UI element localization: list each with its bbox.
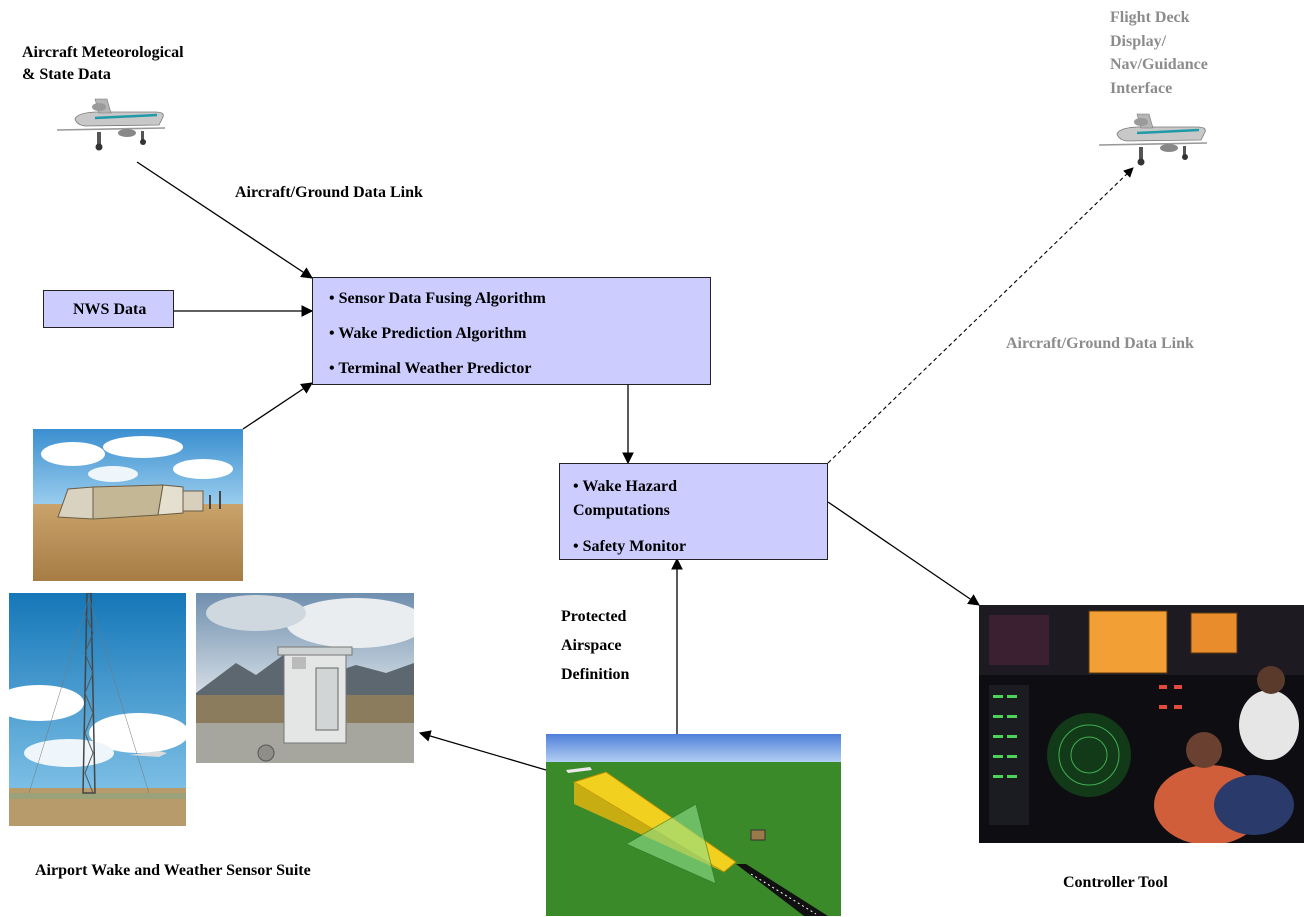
arrow-hazard-to-controller xyxy=(827,501,980,606)
tower-sensor-photo xyxy=(9,593,186,826)
algorithm-item: • Sensor Data Fusing Algorithm xyxy=(329,290,546,307)
algorithm-item: • Wake Prediction Algorithm xyxy=(329,325,527,342)
controller-tool-label: Controller Tool xyxy=(1063,874,1168,891)
protected-airspace-label: Protected Airspace Definition xyxy=(561,608,630,683)
flight-deck-label: Flight Deck Display/ Nav/Guidance Interf… xyxy=(1110,9,1208,97)
arrow-lidar-to-algorithm xyxy=(242,382,313,430)
datalink-right-label: Aircraft/Ground Data Link xyxy=(1006,335,1194,352)
aircraft-icon xyxy=(1098,113,1208,166)
protected-airspace-render xyxy=(546,734,841,916)
algorithm-box: • Sensor Data Fusing Algorithm • Wake Pr… xyxy=(312,277,711,385)
hazard-item: • Wake Hazard xyxy=(573,478,677,495)
hazard-item: Computations xyxy=(573,502,670,519)
controller-tool-photo xyxy=(979,605,1304,843)
arrow-aircraft-to-algorithm xyxy=(136,161,313,279)
hazard-box: • Wake Hazard Computations • Safety Moni… xyxy=(559,463,828,560)
shelter-sensor-photo xyxy=(196,593,414,763)
lidar-sensor-photo xyxy=(33,429,243,581)
arrow-hazard-to-flightdeck xyxy=(827,167,1134,464)
algorithm-item: • Terminal Weather Predictor xyxy=(329,360,532,377)
hazard-item: • Safety Monitor xyxy=(573,538,687,555)
sensor-suite-label: Airport Wake and Weather Sensor Suite xyxy=(35,862,311,879)
aircraft-met-label: Aircraft Meteorological & State Data xyxy=(22,44,184,83)
datalink-left-label: Aircraft/Ground Data Link xyxy=(235,184,423,201)
nws-data-box: NWS Data xyxy=(43,290,174,328)
arrow-protected-to-sensors xyxy=(418,730,547,771)
nws-data-label: NWS Data xyxy=(73,301,147,318)
aircraft-icon xyxy=(56,98,166,151)
